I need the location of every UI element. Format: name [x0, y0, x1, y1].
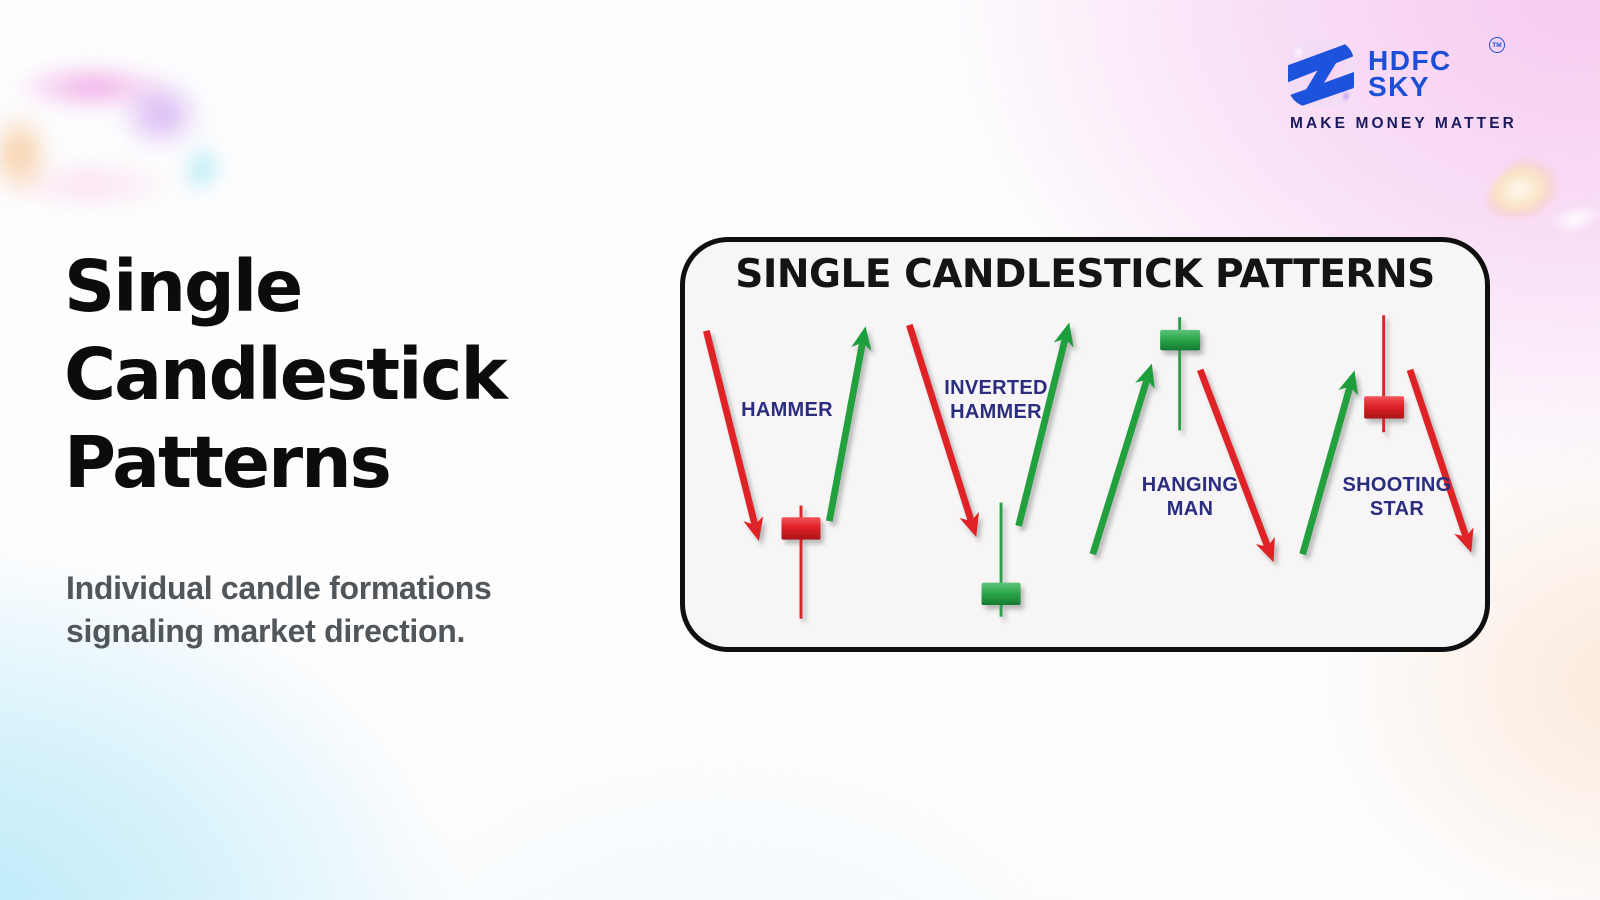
hdfc-sky-swoosh-icon: [1288, 41, 1354, 107]
inverted-hammer-candle: [981, 502, 1021, 617]
shooting-star-down-arrow: [1406, 368, 1474, 553]
shooting-star-label: SHOOTING STAR: [1342, 474, 1452, 520]
inverted-hammer-down-arrow: [906, 323, 980, 538]
gradient-blob-right: [1472, 138, 1600, 258]
hammer-label: HAMMER: [741, 399, 833, 421]
card-title: SINGLE CANDLESTICK PATTERNS: [735, 252, 1435, 297]
shooting-star-candle: [1364, 315, 1405, 433]
hammer-down-arrow: [703, 329, 764, 542]
hanging-man-down-arrow: [1196, 368, 1275, 563]
brand-tagline: MAKE MONEY MATTER: [1290, 115, 1517, 132]
page-subtitle: Individual candle formations signaling m…: [66, 570, 492, 649]
hdfc-sky-logo: [1288, 40, 1354, 107]
brand-name-line1: HDFC: [1368, 45, 1452, 76]
hanging-man-candle: [1160, 317, 1201, 431]
inverted-hammer-label: INVERTED HAMMER: [944, 377, 1048, 423]
brand-name-line2: SKY: [1368, 71, 1431, 102]
hanging-man-up-arrow: [1089, 363, 1155, 556]
hammer-up-arrow: [825, 326, 872, 522]
inverted-hammer-up-arrow: [1015, 322, 1074, 527]
patterns-card: SINGLE CANDLESTICK PATTERNS HAMMER INVER…: [680, 237, 1490, 652]
gradient-blob-top-left: [0, 50, 234, 218]
trademark-badge: TM: [1489, 37, 1505, 53]
shooting-star-up-arrow: [1299, 370, 1359, 556]
hammer-candle: [781, 505, 821, 619]
hanging-man-label: HANGING MAN: [1141, 474, 1239, 520]
patterns-diagram: [703, 315, 1474, 619]
